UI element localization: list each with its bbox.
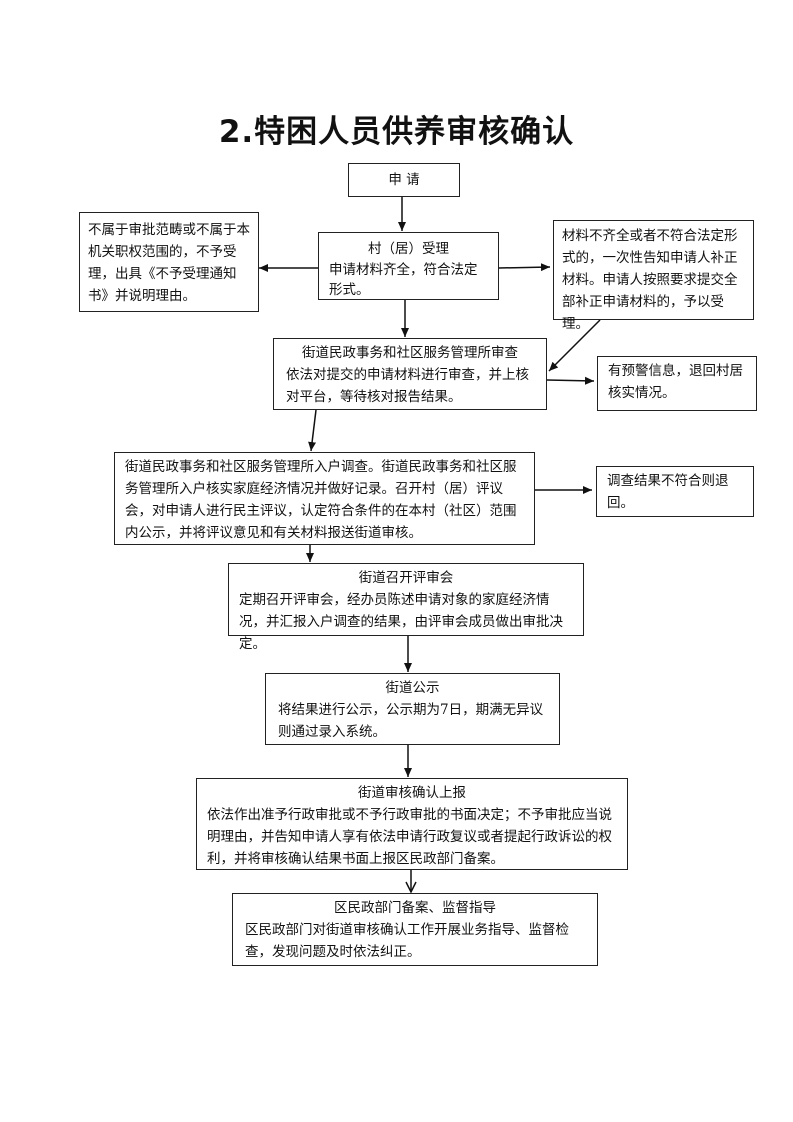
- publicity-box: 街道公示 将结果进行公示，公示期为7日，期满无异议则通过录入系统。: [265, 673, 560, 745]
- apply-text: 申 请: [388, 172, 420, 188]
- street-review-box: 街道民政事务和社区服务管理所审查 依法对提交的申请材料进行审查，并上核对平台，等…: [273, 338, 547, 410]
- warning-box: 有预警信息，退回村居核实情况。: [597, 356, 757, 411]
- publicity-title: 街道公示: [385, 680, 440, 696]
- incomplete-materials-text: 材料不齐全或者不符合法定形式的，一次性告知申请人补正材料。申请人按照要求提交全部…: [562, 228, 738, 332]
- village-acceptance-text: 申请材料齐全，符合法定形式。: [329, 262, 478, 298]
- household-survey-text: 街道民政事务和社区服务管理所入户调查。街道民政事务和社区服务管理所入户核实家庭经…: [125, 459, 517, 541]
- warning-text: 有预警信息，退回村居核实情况。: [608, 363, 743, 401]
- review-meeting-title: 街道召开评审会: [358, 570, 454, 586]
- incomplete-materials-box: 材料不齐全或者不符合法定形式的，一次性告知申请人补正材料。申请人按照要求提交全部…: [553, 220, 754, 332]
- confirm-report-text: 依法作出准予行政审批或不予行政审批的书面决定；不予审批应当说明理由，并告知申请人…: [207, 807, 612, 867]
- review-meeting-box: 街道召开评审会 定期召开评审会，经办员陈述申请对象的家庭经济情况，并汇报入户调查…: [228, 563, 584, 652]
- district-supervision-box: 区民政部门备案、监督指导 区民政部门对街道审核确认工作开展业务指导、监督检查，发…: [232, 893, 598, 966]
- page-title: 2.特困人员供养审核确认: [218, 114, 575, 150]
- household-survey-box: 街道民政事务和社区服务管理所入户调查。街道民政事务和社区服务管理所入户核实家庭经…: [114, 452, 535, 545]
- village-acceptance-title: 村（居）受理: [368, 241, 449, 257]
- street-review-title: 街道民政事务和社区服务管理所审查: [302, 345, 518, 361]
- arrow-review-to-survey: [308, 409, 317, 452]
- confirm-report-box: 街道审核确认上报 依法作出准予行政审批或不予行政审批的书面决定；不予审批应当说明…: [196, 778, 628, 870]
- reject-scope-box: 不属于审批范畴或不属于本机关职权范围的，不予受理，出具《不予受理通知书》并说明理…: [79, 212, 259, 312]
- apply-box: 申 请: [348, 163, 460, 197]
- arrow-incomplete-to-review: [548, 319, 601, 372]
- publicity-text: 将结果进行公示，公示期为7日，期满无异议则通过录入系统。: [278, 702, 544, 740]
- reject-scope-text: 不属于审批范畴或不属于本机关职权范围的，不予受理，出具《不予受理通知书》并说明理…: [88, 222, 250, 304]
- survey-fail-text: 调查结果不符合则退回。: [607, 473, 729, 511]
- district-supervision-title: 区民政部门备案、监督指导: [334, 900, 496, 916]
- survey-fail-box: 调查结果不符合则退回。: [596, 466, 754, 517]
- village-acceptance-box: 村（居）受理 申请材料齐全，符合法定形式。: [318, 232, 499, 300]
- confirm-report-title: 街道审核确认上报: [358, 785, 466, 801]
- district-supervision-text: 区民政部门对街道审核确认工作开展业务指导、监督检查，发现问题及时依法纠正。: [245, 922, 569, 960]
- review-meeting-text: 定期召开评审会，经办员陈述申请对象的家庭经济情况，并汇报入户调查的结果，由评审会…: [239, 592, 563, 652]
- arrow-village-to-incomplete: [498, 263, 551, 272]
- street-review-text: 依法对提交的申请材料进行审查，并上核对平台，等待核对报告结果。: [286, 367, 529, 405]
- arrow-review-to-warning: [546, 376, 595, 385]
